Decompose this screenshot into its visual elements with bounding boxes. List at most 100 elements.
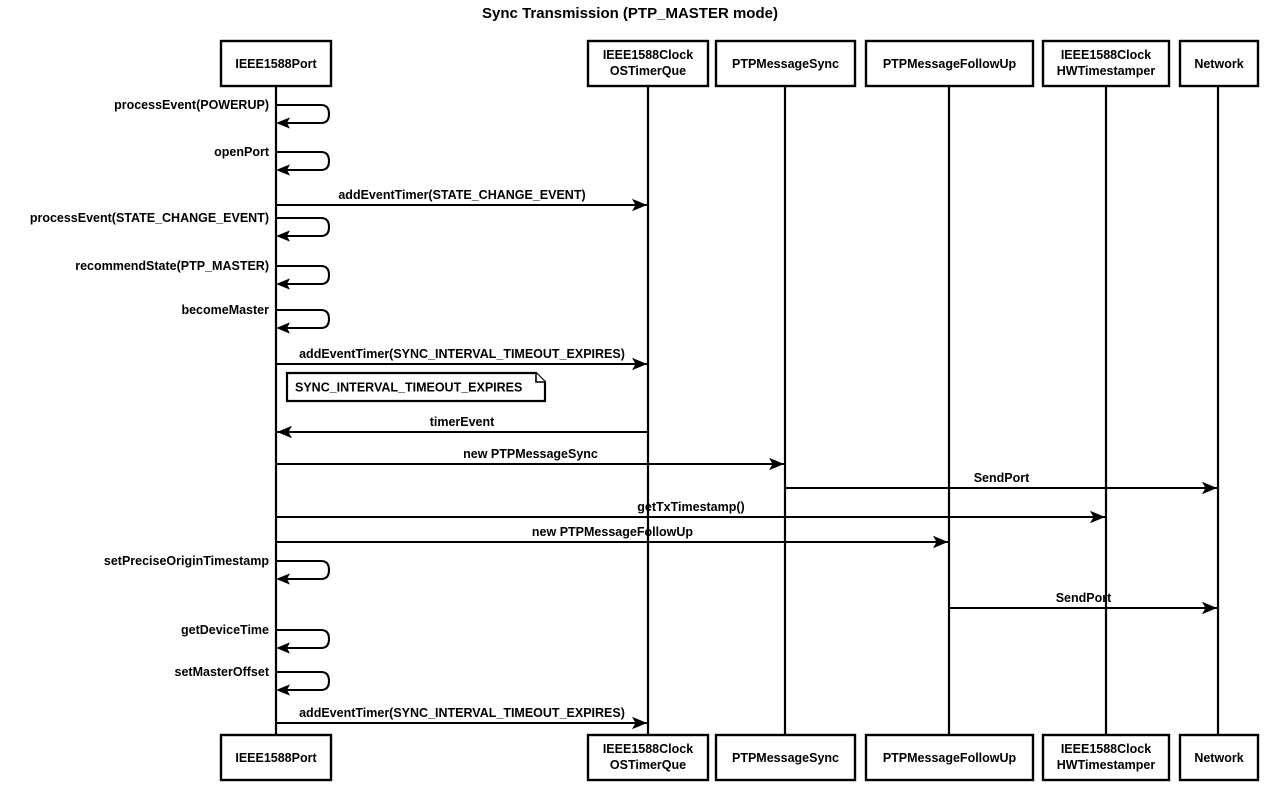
message-label: processEvent(POWERUP) (114, 98, 269, 112)
self-call-path (276, 150, 331, 172)
message-label: timerEvent (430, 415, 495, 429)
actor-followup-header[interactable]: PTPMessageFollowUp (864, 39, 1035, 88)
message-3-self[interactable]: processEvent(STATE_CHANGE_EVENT) (30, 211, 331, 242)
message-4-self[interactable]: recommendState(PTP_MASTER) (75, 259, 331, 290)
self-call-path (276, 264, 331, 286)
message-15-self[interactable]: setMasterOffset (175, 665, 331, 696)
note-0[interactable]: SYNC_INTERVAL_TIMEOUT_EXPIRES (285, 371, 547, 403)
message-label: SendPort (1056, 591, 1112, 605)
actor-box (1041, 733, 1171, 782)
arrow-head-icon (1090, 510, 1105, 524)
self-call-path (276, 308, 331, 330)
message-10-call[interactable]: getTxTimestamp() (276, 500, 1105, 524)
message-label: setMasterOffset (175, 665, 270, 679)
message-2-call[interactable]: addEventTimer(STATE_CHANGE_EVENT) (276, 188, 647, 212)
lifelines-layer (274, 86, 1220, 735)
arrow-head-icon (933, 535, 948, 549)
message-label: addEventTimer(SYNC_INTERVAL_TIMEOUT_EXPI… (299, 347, 625, 361)
actor-label-line1: Network (1194, 57, 1243, 71)
actor-network-footer[interactable]: Network (1178, 733, 1260, 782)
actor-label-line1: PTPMessageSync (732, 751, 839, 765)
message-label: setPreciseOriginTimestamp (104, 554, 269, 568)
message-label: getTxTimestamp() (637, 500, 744, 514)
actor-label-line1: IEEE1588Clock (1061, 48, 1151, 62)
arrow-head-icon (632, 357, 647, 371)
arrow-head-icon (769, 457, 784, 471)
arrow-head-icon (276, 278, 290, 290)
actor-box (1178, 733, 1260, 782)
actor-box (586, 733, 710, 782)
message-label: new PTPMessageSync (463, 447, 598, 461)
arrow-head-icon (632, 716, 647, 730)
arrow-head-icon (276, 322, 290, 334)
message-12-self[interactable]: setPreciseOriginTimestamp (104, 554, 331, 585)
actor-network-header[interactable]: Network (1178, 39, 1260, 88)
actor-box (864, 39, 1035, 88)
message-11-call[interactable]: new PTPMessageFollowUp (276, 525, 948, 549)
message-0-self[interactable]: processEvent(POWERUP) (114, 98, 331, 129)
actor-port-header[interactable]: IEEE1588Port (219, 39, 333, 88)
actor-label-line1: PTPMessageFollowUp (883, 57, 1017, 71)
actor-port-footer[interactable]: IEEE1588Port (219, 733, 333, 782)
actor-sync-footer[interactable]: PTPMessageSync (714, 733, 857, 782)
actor-label-line2: HWTimestamper (1057, 758, 1156, 772)
message-label: new PTPMessageFollowUp (532, 525, 694, 539)
arrow-head-icon (276, 230, 290, 242)
actor-label-line1: IEEE1588Clock (603, 48, 693, 62)
message-7-return[interactable]: timerEvent (277, 415, 648, 439)
actor-label-line2: HWTimestamper (1057, 64, 1156, 78)
message-label: getDeviceTime (181, 623, 269, 637)
message-label: SendPort (974, 471, 1030, 485)
message-label: becomeMaster (181, 303, 269, 317)
arrow-head-icon (276, 642, 290, 654)
page-title: Sync Transmission (PTP_MASTER mode) (482, 5, 778, 22)
actor-label-line2: OSTimerQue (610, 64, 686, 78)
message-label: openPort (214, 145, 270, 159)
actor-box (219, 733, 333, 782)
actor-box (864, 733, 1035, 782)
message-16-call[interactable]: addEventTimer(SYNC_INTERVAL_TIMEOUT_EXPI… (276, 706, 647, 730)
arrow-head-icon (276, 164, 290, 176)
note-shape (285, 371, 547, 403)
self-call-path (276, 670, 331, 692)
message-1-self[interactable]: openPort (214, 145, 331, 176)
notes-layer: SYNC_INTERVAL_TIMEOUT_EXPIRES (285, 371, 547, 403)
actor-label-line1: IEEE1588Port (235, 751, 317, 765)
note-label: SYNC_INTERVAL_TIMEOUT_EXPIRES (295, 381, 522, 395)
arrow-head-icon (276, 573, 290, 585)
self-call-path (276, 628, 331, 650)
actor-box (1041, 39, 1171, 88)
actor-label-line2: OSTimerQue (610, 758, 686, 772)
arrow-head-icon (1202, 481, 1217, 495)
message-label: addEventTimer(STATE_CHANGE_EVENT) (338, 188, 585, 202)
message-label: processEvent(STATE_CHANGE_EVENT) (30, 211, 269, 225)
message-label: recommendState(PTP_MASTER) (75, 259, 269, 273)
message-14-self[interactable]: getDeviceTime (181, 623, 331, 654)
message-6-call[interactable]: addEventTimer(SYNC_INTERVAL_TIMEOUT_EXPI… (276, 347, 647, 371)
actor-label-line1: PTPMessageSync (732, 57, 839, 71)
arrow-head-icon (277, 425, 292, 439)
actor-label-line1: IEEE1588Clock (603, 742, 693, 756)
actor-box (714, 39, 857, 88)
arrow-head-icon (632, 198, 647, 212)
actor-sync-header[interactable]: PTPMessageSync (714, 39, 857, 88)
self-call-path (276, 103, 331, 125)
message-8-call[interactable]: new PTPMessageSync (276, 447, 784, 471)
message-5-self[interactable]: becomeMaster (181, 303, 331, 334)
actor-label-line1: Network (1194, 751, 1243, 765)
actor-label-line1: PTPMessageFollowUp (883, 751, 1017, 765)
message-13-call[interactable]: SendPort (949, 591, 1217, 615)
actor-followup-footer[interactable]: PTPMessageFollowUp (864, 733, 1035, 782)
actor-label-line1: IEEE1588Clock (1061, 742, 1151, 756)
actor-box (1178, 39, 1260, 88)
message-9-call[interactable]: SendPort (785, 471, 1217, 495)
message-label: addEventTimer(SYNC_INTERVAL_TIMEOUT_EXPI… (299, 706, 625, 720)
actor-box (714, 733, 857, 782)
